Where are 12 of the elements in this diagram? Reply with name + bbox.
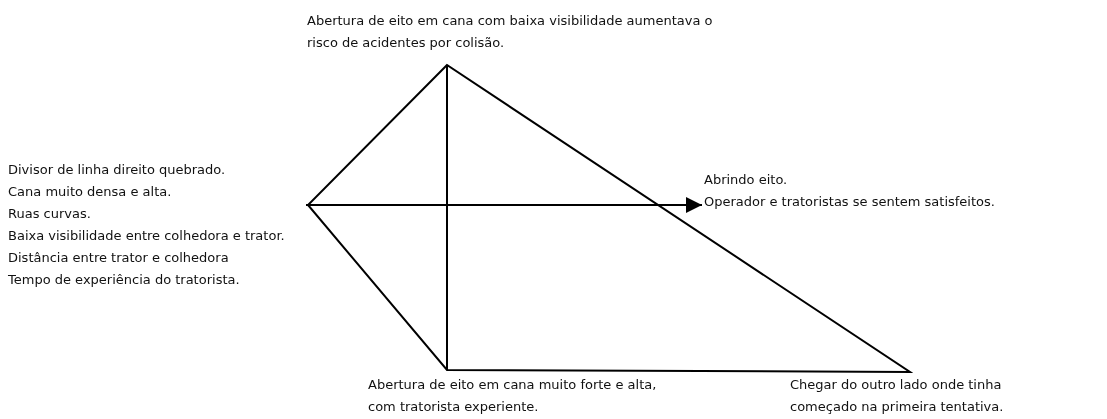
note-text: Ruas curvas.	[8, 205, 92, 223]
note-text: Abertura de eito em cana muito forte e alta, com tratorista experiente.	[368, 374, 668, 418]
note-text: Cana muito densa e alta.	[8, 183, 173, 201]
note-text: Abrindo eito.	[704, 171, 789, 189]
note-text: Abertura de eito em cana com baixa visibilidade aumentava o risco de acidentes por colisão.	[307, 10, 727, 54]
note-text: Operador e tratoristas se sentem satisfeitos.	[704, 193, 996, 211]
note-text: Distância entre trator e colhedora	[8, 249, 230, 267]
note-text: Divisor de linha direito quebrado.	[8, 161, 227, 179]
note-text: Baixa visibilidade entre colhedora e trator.	[8, 227, 286, 245]
note-text: Tempo de experiência do tratorista.	[8, 271, 241, 289]
arrow	[305, 197, 703, 213]
note-text: Chegar do outro lado onde tinha começado na primeira tentativa.	[790, 374, 1070, 418]
